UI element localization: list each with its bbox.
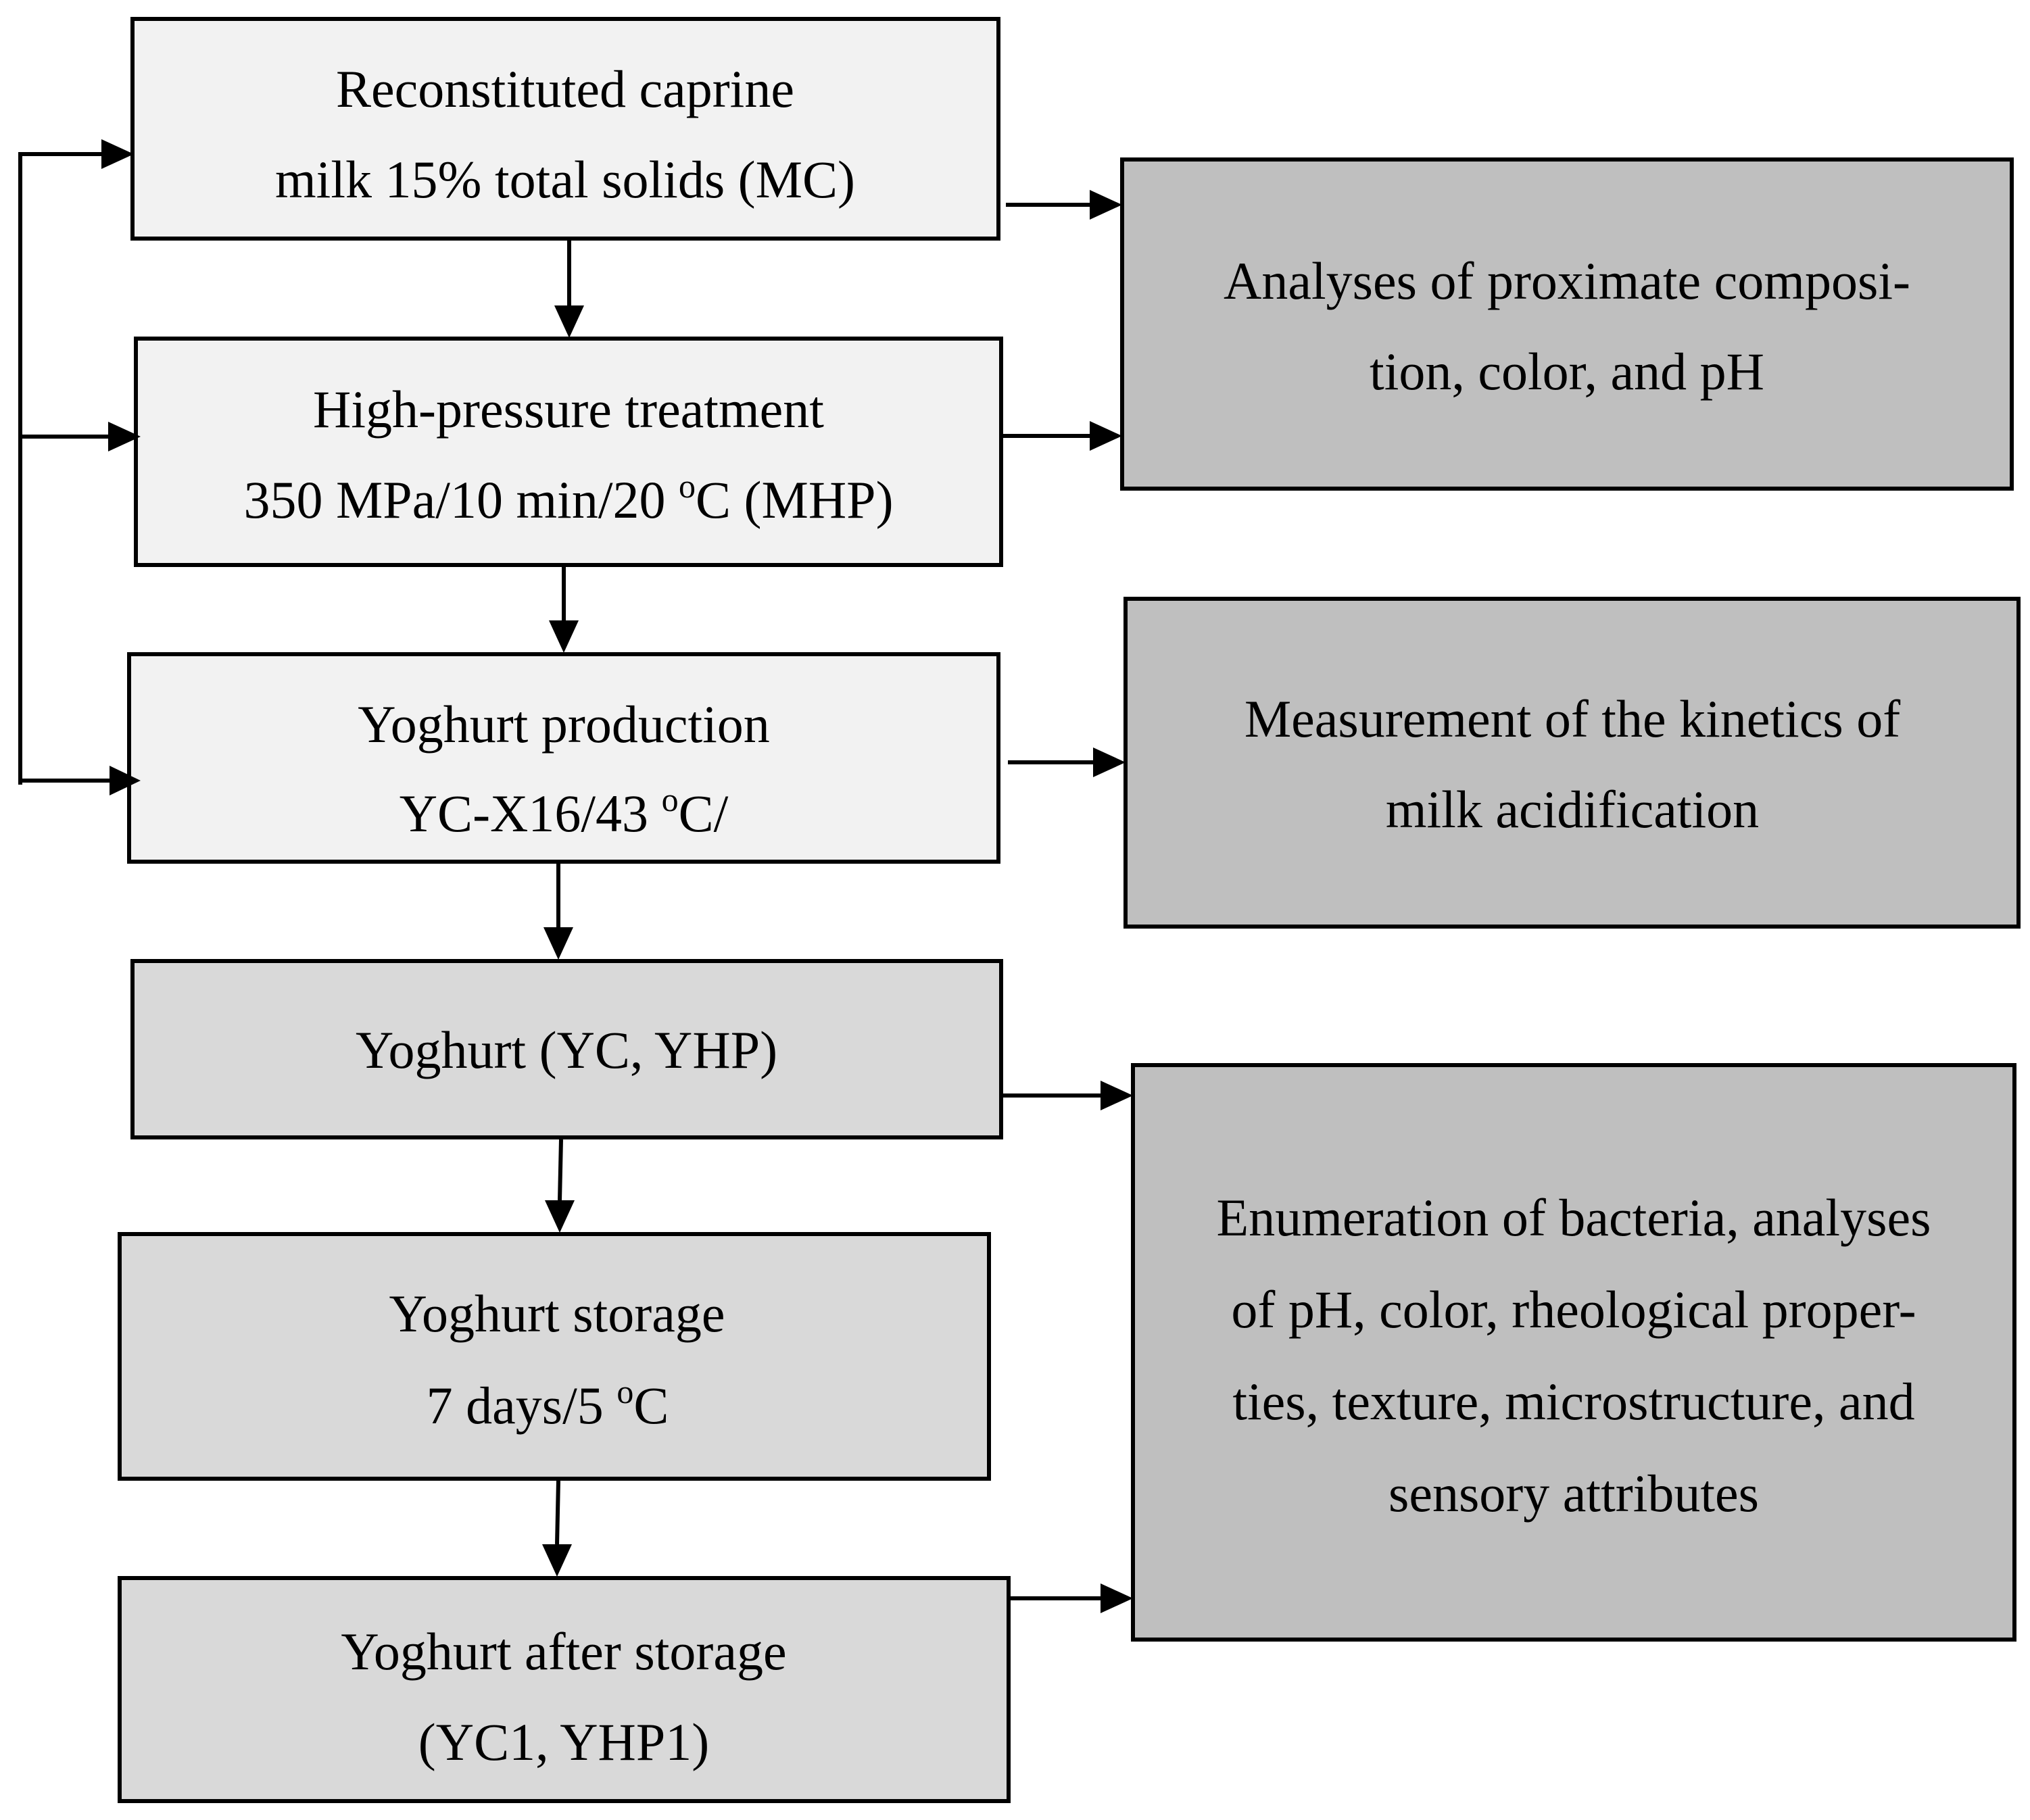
analysis-acidification-kinetics-box (1123, 597, 2021, 929)
analysis-acidification-kinetics-line1: Measurement of the kinetics of (1244, 689, 1900, 748)
storage-condition-text: 7 days/5 (427, 1376, 617, 1435)
process-step-high-pressure: High-pressure treatment 350 MPa/10 min/2… (134, 337, 1003, 567)
product-yoghurt-storage-box (118, 1232, 991, 1481)
process-step-high-pressure-box (134, 337, 1003, 567)
analysis-acidification-kinetics: Measurement of the kinetics of milk acid… (1123, 597, 2021, 929)
arrow-yoghurt-to-bacteria-analysis (1003, 1081, 1133, 1110)
analysis-bacteria-line3: ties, texture, microstructure, and (1232, 1372, 1914, 1431)
analysis-bacteria-and-properties: Enumeration of bacteria, analyses of pH,… (1131, 1063, 2016, 1642)
process-step-milk-box (130, 17, 1000, 241)
analysis-bacteria-line1: Enumeration of bacteria, analyses (1217, 1188, 1931, 1247)
yp-condition-text-end: C/ (679, 784, 729, 843)
hp-condition-text-end: C (MHP) (696, 470, 894, 529)
product-yoghurt-after-storage: Yoghurt after storage (YC1, YHP1) (118, 1576, 1011, 1803)
left-bracket-connector (18, 139, 141, 795)
product-yoghurt: Yoghurt (YC, YHP) (130, 959, 1003, 1139)
process-step-milk: Reconstituted caprine milk 15% total sol… (130, 17, 1000, 241)
product-yoghurt-after-storage-line2: (YC1, YHP1) (418, 1713, 709, 1771)
yp-condition-text: YC-X16/43 (400, 784, 662, 843)
product-yoghurt-storage: Yoghurt storage 7 days/5 oC (118, 1232, 991, 1481)
product-yoghurt-after-storage-line1: Yoghurt after storage (341, 1622, 786, 1681)
analysis-acidification-kinetics-line2: milk acidification (1386, 780, 1759, 839)
flow-arrow-high-pressure-to-production (549, 567, 579, 653)
arrow-high-pressure-to-analysis (1003, 421, 1122, 451)
process-step-high-pressure-line2: 350 MPa/10 min/20 oC (MHP) (243, 467, 893, 529)
product-yoghurt-box (130, 959, 1003, 1139)
process-step-high-pressure-line1: High-pressure treatment (313, 380, 824, 439)
arrow-milk-to-analysis (1006, 190, 1122, 220)
yp-degree-superscript: o (662, 781, 679, 818)
analysis-proximate-composition: Analyses of proximate composi- tion, col… (1120, 157, 2014, 491)
hp-degree-superscript: o (679, 467, 696, 505)
product-yoghurt-label: Yoghurt (YC, YHP) (356, 1020, 777, 1079)
product-yoghurt-storage-line2: 7 days/5 oC (427, 1373, 669, 1435)
storage-degree-superscript: o (617, 1373, 633, 1410)
process-step-yoghurt-production-line1: Yoghurt production (358, 695, 770, 754)
process-step-milk-line1: Reconstituted caprine (336, 59, 794, 118)
product-yoghurt-after-storage-box (118, 1576, 1011, 1803)
flow-arrow-yoghurt-to-storage (545, 1139, 575, 1233)
analysis-bacteria-line2: of pH, color, rheological proper- (1231, 1280, 1916, 1339)
flow-arrow-storage-to-after-storage (542, 1480, 572, 1577)
flow-arrow-milk-to-high-pressure (554, 241, 584, 338)
flow-arrow-production-to-yoghurt (543, 864, 573, 960)
analysis-bacteria-line4: sensory attributes (1388, 1464, 1759, 1523)
hp-condition-text: 350 MPa/10 min/20 (243, 470, 679, 529)
analysis-bacteria-and-properties-box (1131, 1063, 2016, 1642)
process-step-yoghurt-production: Yoghurt production YC-X16/43 oC/ (127, 652, 1000, 864)
arrow-production-to-kinetics (1008, 747, 1126, 777)
storage-condition-text-end: C (633, 1376, 669, 1435)
arrow-after-storage-to-bacteria-analysis (1011, 1583, 1133, 1613)
process-step-yoghurt-production-line2: YC-X16/43 oC/ (400, 781, 729, 843)
analysis-proximate-composition-line2: tion, color, and pH (1370, 342, 1764, 401)
process-step-milk-line2: milk 15% total solids (MC) (275, 150, 855, 209)
product-yoghurt-storage-line1: Yoghurt storage (389, 1284, 725, 1343)
process-step-yoghurt-production-box (127, 652, 1000, 864)
analysis-proximate-composition-box (1120, 157, 2014, 491)
analysis-proximate-composition-line1: Analyses of proximate composi- (1224, 251, 1910, 310)
